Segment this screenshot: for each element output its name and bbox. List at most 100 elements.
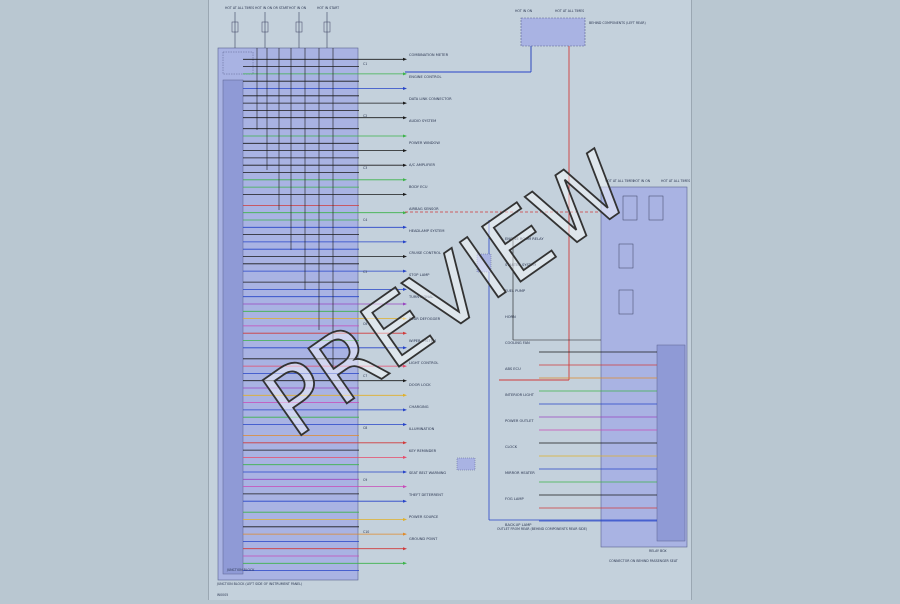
wire-arrow bbox=[403, 455, 407, 459]
wire-arrow bbox=[403, 57, 407, 61]
right-circuit-label: FUEL PUMP bbox=[505, 289, 526, 293]
relay-symbol bbox=[622, 195, 638, 221]
wire-arrow bbox=[403, 255, 407, 258]
wire-arrow bbox=[403, 317, 407, 321]
connector-label: C4 bbox=[363, 218, 367, 222]
connector-label: C10 bbox=[363, 530, 369, 534]
left-circuit-label: AIRBAG SENSOR bbox=[409, 207, 439, 211]
wire-arrow bbox=[403, 408, 407, 412]
left-circuit-label: LIGHT CONTROL bbox=[409, 361, 438, 365]
top-right-fuse-label: HOT AT ALL TIMES bbox=[555, 9, 584, 13]
wire-arrow bbox=[403, 561, 407, 565]
left-circuit-label: TURN SIGNAL bbox=[408, 295, 433, 299]
left-circuit-label: STOP LAMP bbox=[409, 273, 430, 277]
right-fuse-label: HOT AT ALL TIMES bbox=[605, 179, 634, 183]
left-circuit-label: BODY ECU bbox=[409, 185, 428, 189]
connector-label: C8 bbox=[363, 426, 367, 430]
bottom-right-note: OUTLET FROM REAR (BEHIND COMPONENTS REAR… bbox=[497, 527, 587, 531]
wire-arrow bbox=[403, 225, 407, 229]
wire-arrow bbox=[403, 240, 407, 244]
right-circuit-label: MIRROR HEATER bbox=[505, 471, 535, 475]
wire-arrow bbox=[403, 134, 407, 138]
connector-label: C9 bbox=[363, 478, 367, 482]
wire-arrow bbox=[403, 393, 407, 397]
wire-arrow bbox=[403, 211, 407, 215]
top-right-fuse-label: HOT IN ON bbox=[515, 9, 533, 13]
wire-arrow bbox=[403, 72, 407, 76]
wire-arrow bbox=[403, 331, 407, 335]
wire-arrow bbox=[403, 485, 407, 489]
connector-label: C5 bbox=[363, 270, 367, 274]
relay-symbol bbox=[648, 195, 664, 221]
left-circuit-label: DOOR LOCK bbox=[409, 383, 431, 387]
fuse-symbol bbox=[231, 21, 239, 33]
left-circuit-label: CHARGING bbox=[409, 405, 429, 409]
wire-arrow bbox=[403, 364, 407, 368]
right-circuit-label: FOG LAMP bbox=[505, 497, 524, 501]
left-circuit-label: DATA LINK CONNECTOR bbox=[409, 97, 452, 101]
corner-label: W0005 bbox=[217, 593, 228, 597]
right-circuit-label: POWER OUTLET bbox=[505, 419, 534, 423]
right-circuit-label: CLOCK bbox=[505, 445, 518, 449]
wire-arrow bbox=[403, 116, 407, 120]
left-circuit-label: CRUISE CONTROL bbox=[409, 251, 441, 255]
right-circuit-label: COOLING FAN bbox=[505, 341, 530, 345]
inline-connector bbox=[456, 457, 476, 471]
footer-right-label: CONNECTOR ON BEHIND PASSENGER SEAT bbox=[609, 559, 678, 563]
wire-arrow bbox=[403, 547, 407, 551]
wire-arrow bbox=[403, 149, 407, 153]
wire-arrow bbox=[403, 178, 407, 182]
footer-left-label: JUNCTION BLOCK (LEFT SIDE OF INSTRUMENT … bbox=[216, 582, 302, 586]
relay-box-label: RELAY BOX bbox=[649, 549, 667, 553]
wire-arrow bbox=[403, 518, 407, 521]
right-circuit-label: STARTER SYSTEM bbox=[505, 263, 536, 267]
right-circuit-label: ENGINE ROOM RELAY bbox=[505, 237, 544, 241]
wire-arrow bbox=[403, 532, 407, 536]
connector-label: C6 bbox=[363, 322, 367, 326]
left-circuit-label: POWER SOURCE bbox=[409, 515, 439, 519]
fuse-symbol bbox=[323, 21, 331, 33]
relay-box-connector bbox=[656, 344, 686, 542]
left-circuit-label: ILLUMINATION bbox=[409, 427, 435, 431]
inline-connector bbox=[476, 253, 492, 273]
wire-arrow bbox=[403, 192, 407, 196]
connector-label: C1 bbox=[363, 62, 367, 66]
right-circuit-label: INTERIOR LIGHT bbox=[505, 393, 535, 397]
fuse-symbol bbox=[261, 21, 269, 33]
connector-label: C2 bbox=[363, 114, 367, 118]
left-circuit-label: WIPER SYSTEM bbox=[409, 339, 436, 343]
wire-arrow bbox=[403, 379, 407, 383]
fusible-link-box bbox=[222, 51, 254, 75]
wire-arrow bbox=[403, 163, 407, 167]
wire-arrow bbox=[403, 269, 407, 273]
top-fuse-label: HOT IN ON bbox=[289, 6, 307, 10]
wire-arrow bbox=[403, 346, 407, 350]
left-circuit-label: REAR DEFOGGER bbox=[409, 317, 441, 321]
wire-arrow bbox=[403, 499, 407, 503]
wire-arrow bbox=[403, 470, 407, 474]
right-circuit-label: BACK-UP LAMP bbox=[505, 523, 532, 527]
fuse-symbol bbox=[295, 21, 303, 33]
wire-arrow bbox=[403, 441, 407, 445]
left-circuit-label: A/C AMPLIFIER bbox=[409, 163, 436, 167]
relay-symbol bbox=[618, 243, 634, 269]
junction-block-bar bbox=[222, 79, 244, 575]
right-fuse-label: HOT IN ON bbox=[633, 179, 651, 183]
connector-label: C7 bbox=[363, 374, 367, 378]
left-circuit-label: POWER WINDOW bbox=[409, 141, 440, 145]
top-fuse-label: HOT IN START bbox=[317, 6, 339, 10]
wire-arrow bbox=[403, 423, 407, 426]
right-circuit-label: ABS ECU bbox=[505, 367, 521, 371]
wire-arrow bbox=[403, 287, 407, 291]
connector-label: C3 bbox=[363, 166, 367, 170]
left-circuit-label: ENGINE CONTROL bbox=[409, 75, 441, 79]
left-circuit-label: SEAT BELT WARNING bbox=[409, 471, 446, 475]
right-circuit-label: HORN bbox=[505, 315, 516, 319]
top-right-fuse-box bbox=[520, 17, 586, 47]
left-circuit-label: AUDIO SYSTEM bbox=[409, 119, 436, 123]
left-circuit-label: KEY REMINDER bbox=[409, 449, 437, 453]
right-fuse-label: HOT AT ALL TIMES bbox=[661, 179, 690, 183]
